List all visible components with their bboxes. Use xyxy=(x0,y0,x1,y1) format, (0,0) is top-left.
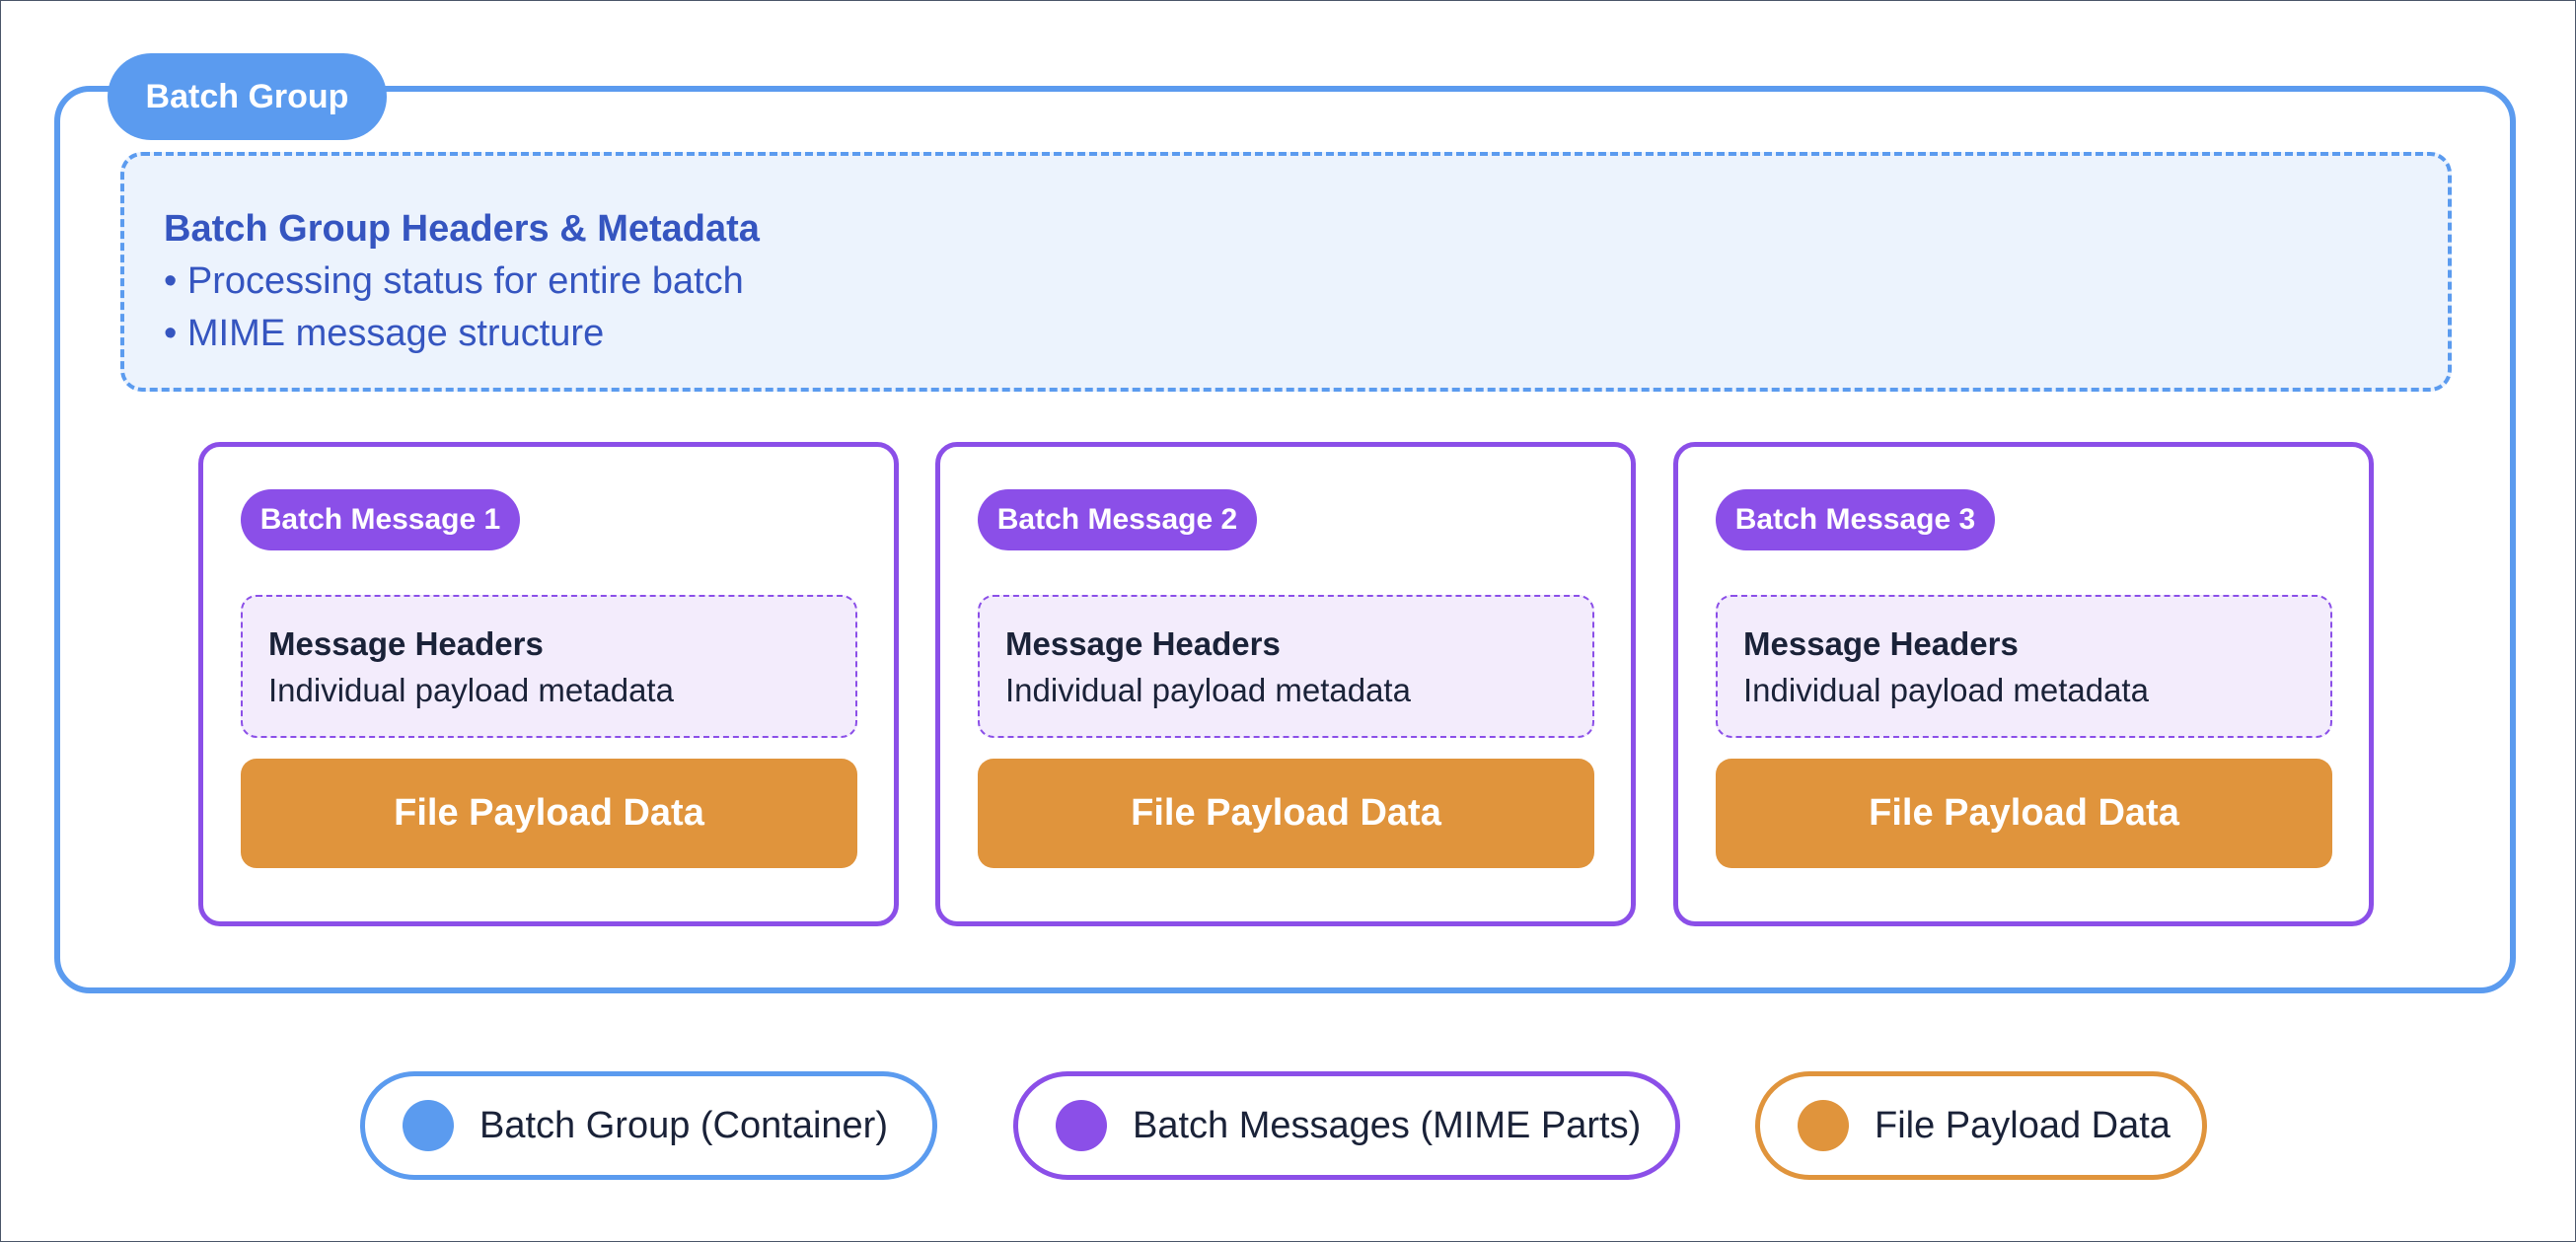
batch-message-card-1: Batch Message 1 Message Headers Individu… xyxy=(198,442,899,926)
message-headers-description: Individual payload metadata xyxy=(268,672,674,708)
batch-message-card-3: Batch Message 3 Message Headers Individu… xyxy=(1673,442,2374,926)
file-payload-block: File Payload Data xyxy=(241,759,857,868)
message-headers-title: Message Headers xyxy=(268,625,544,662)
message-headers-title: Message Headers xyxy=(1005,625,1281,662)
message-headers-description: Individual payload metadata xyxy=(1005,672,1411,708)
message-headers: Message Headers Individual payload metad… xyxy=(1716,595,2332,738)
legend-label: Batch Messages (MIME Parts) xyxy=(1133,1104,1642,1146)
message-headers: Message Headers Individual payload metad… xyxy=(978,595,1594,738)
batch-group-headers: Batch Group Headers & Metadata • Process… xyxy=(120,152,2452,392)
legend-swatch xyxy=(1798,1100,1849,1151)
legend-item-batch-group: Batch Group (Container) xyxy=(360,1071,937,1180)
legend-label: File Payload Data xyxy=(1875,1104,2171,1146)
legend-item-file-payload: File Payload Data xyxy=(1755,1071,2207,1180)
message-headers-description: Individual payload metadata xyxy=(1743,672,2149,708)
batch-message-card-2: Batch Message 2 Message Headers Individu… xyxy=(935,442,1636,926)
file-payload-block: File Payload Data xyxy=(1716,759,2332,868)
file-payload-block: File Payload Data xyxy=(978,759,1594,868)
message-headers-title: Message Headers xyxy=(1743,625,2019,662)
batch-group-headers-line: • Processing status for entire batch xyxy=(164,260,744,302)
batch-group-label: Batch Group xyxy=(108,53,387,140)
batch-message-label: Batch Message 3 xyxy=(1716,489,1995,550)
legend-swatch xyxy=(1056,1100,1107,1151)
batch-group-container xyxy=(54,86,2516,993)
legend-item-batch-messages: Batch Messages (MIME Parts) xyxy=(1013,1071,1680,1180)
message-headers: Message Headers Individual payload metad… xyxy=(241,595,857,738)
batch-group-headers-title: Batch Group Headers & Metadata xyxy=(164,208,760,250)
batch-message-label: Batch Message 1 xyxy=(241,489,520,550)
legend-swatch xyxy=(403,1100,454,1151)
batch-group-headers-line: • MIME message structure xyxy=(164,313,605,354)
batch-message-label: Batch Message 2 xyxy=(978,489,1257,550)
legend-label: Batch Group (Container) xyxy=(479,1104,888,1146)
